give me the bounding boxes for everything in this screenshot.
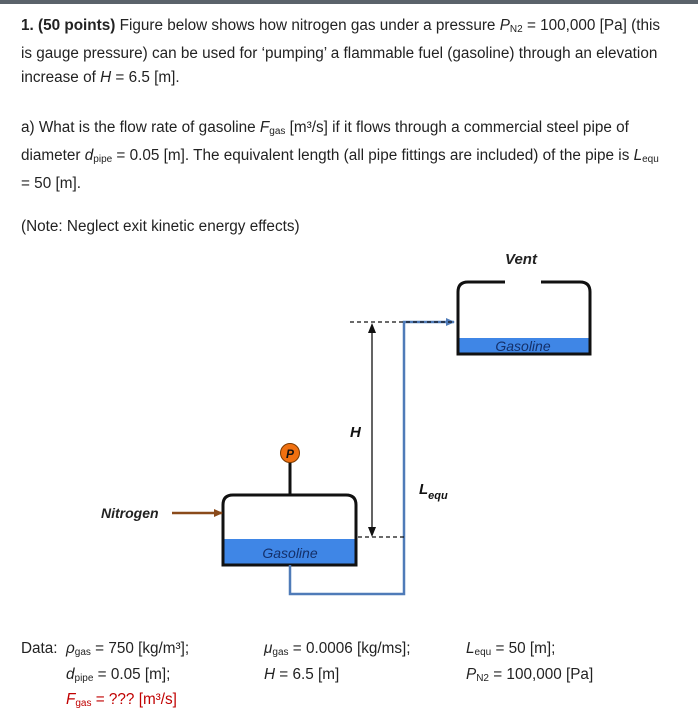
h-row: H = 6.5 [m] bbox=[264, 665, 340, 683]
note: (Note: Neglect exit kinetic energy effec… bbox=[21, 218, 300, 235]
data-label: Data: bbox=[21, 640, 58, 657]
part-a-question: a) What is the flow rate of gasoline Fga… bbox=[21, 119, 659, 192]
data-col-2: μgas = 0.0006 [kg/ms]; H = 6.5 [m] bbox=[264, 638, 411, 685]
data-col-3: Lequ = 50 [m]; PN2 = 100,000 [Pa] bbox=[466, 638, 593, 689]
lequ-row: Lequ = 50 [m]; bbox=[466, 640, 556, 658]
lower-tank bbox=[221, 493, 358, 567]
problem-number: 1. bbox=[21, 17, 34, 34]
mu-row: μgas = 0.0006 [kg/ms]; bbox=[264, 640, 411, 658]
upper-tank bbox=[456, 280, 592, 356]
rho-row: ρgas = 750 [kg/m³]; bbox=[66, 640, 190, 658]
problem-intro: 1. (50 points) Figure below shows how ni… bbox=[21, 17, 661, 86]
lequ-label: Lequ bbox=[419, 481, 448, 502]
upper-gasoline-fill bbox=[458, 338, 590, 355]
nitrogen-label: Nitrogen bbox=[101, 505, 159, 521]
pn2-row: PN2 = 100,000 [Pa] bbox=[466, 665, 594, 684]
h-label: H bbox=[350, 424, 362, 441]
h-arrow-top bbox=[368, 323, 376, 333]
h-arrow-bottom bbox=[368, 527, 376, 537]
top-border bbox=[0, 0, 698, 4]
dpipe-row: dpipe = 0.05 [m]; bbox=[66, 665, 171, 684]
fgas-row: Fgas = ??? [m³/s] bbox=[66, 691, 177, 709]
upper-gasoline-label: Gasoline bbox=[495, 338, 550, 354]
lower-gasoline-label: Gasoline bbox=[262, 545, 317, 561]
problem-points: (50 points) bbox=[38, 17, 116, 34]
vent-label: Vent bbox=[505, 251, 538, 268]
data-col-1: ρgas = 750 [kg/m³]; dpipe = 0.05 [m]; Fg… bbox=[66, 638, 189, 715]
lower-gasoline-fill bbox=[223, 539, 356, 565]
pressure-gauge bbox=[280, 443, 300, 463]
pressure-gauge-label: P bbox=[286, 447, 295, 461]
